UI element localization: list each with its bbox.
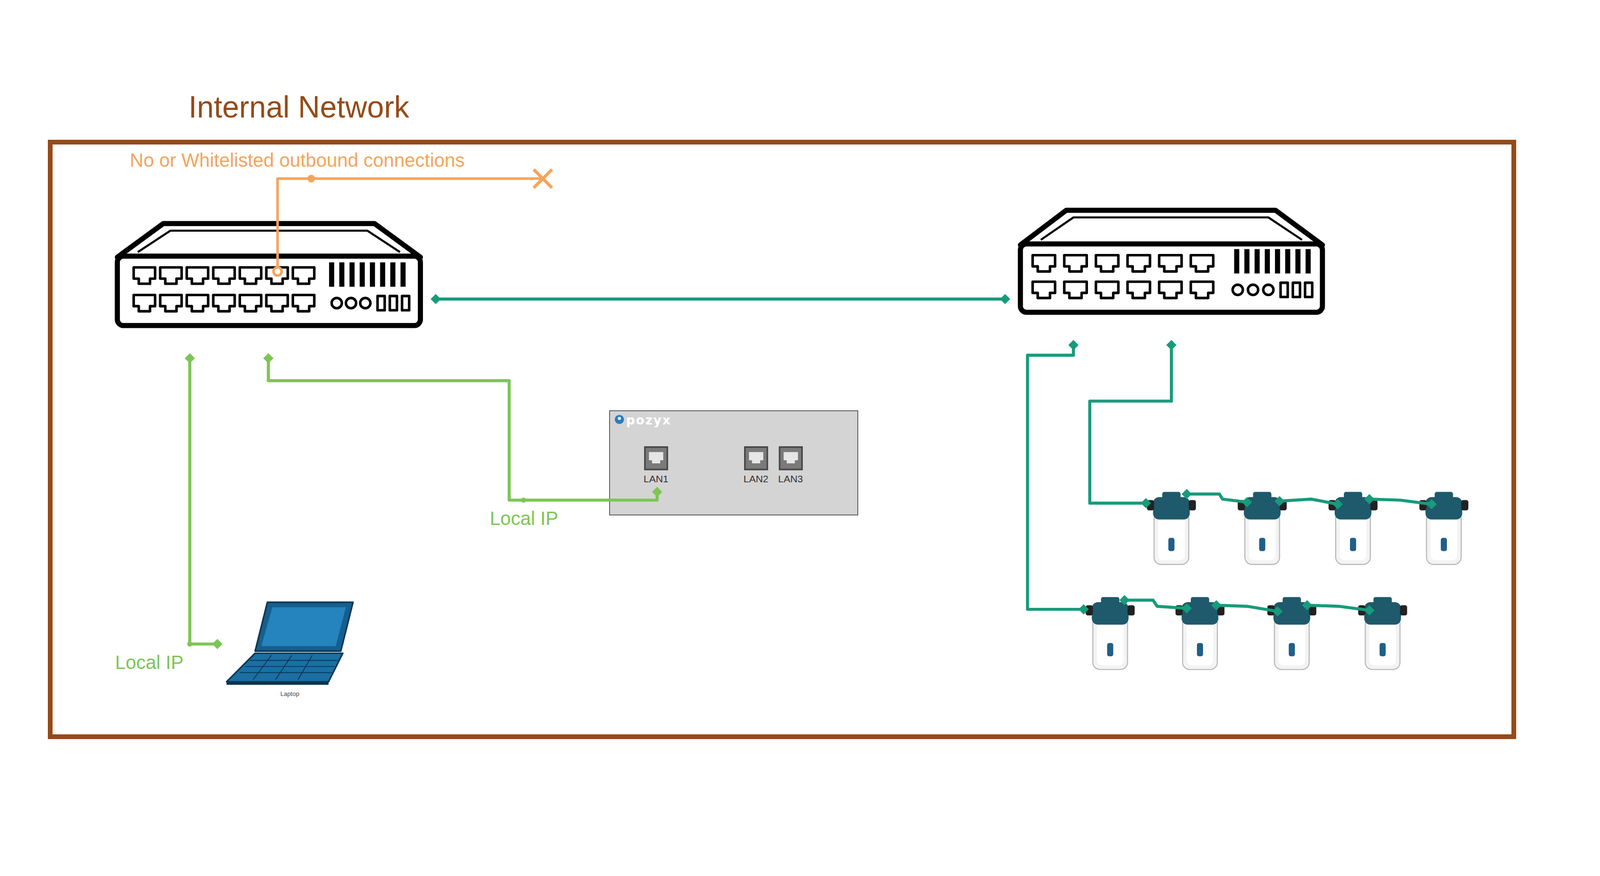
switch-body [117,256,421,326]
laptop-keys [239,655,338,680]
port-label: LAN2 [737,472,775,485]
device-label: Laptop [222,690,358,698]
uwb-anchor [1267,596,1317,670]
port-label: LAN1 [637,472,675,485]
teal-wires [435,298,1432,612]
wire-end [1141,497,1152,509]
anchor-row [1085,491,1469,670]
wire-end [263,352,274,364]
laptop-edge [226,681,329,685]
network-switch [117,223,421,326]
wire-end [1078,603,1089,615]
switch-edge [137,230,401,252]
wire-end [1302,600,1313,611]
green-connectors [184,352,663,649]
wire-end [212,638,223,650]
wire-end [1241,496,1253,508]
wire-end [1181,488,1193,500]
switch-top [1020,210,1323,245]
uwb-anchor [1328,491,1378,565]
brand-logo: pozyx [626,413,672,428]
wire-label: Local IP [115,650,184,674]
wire-dot [308,176,315,182]
uwb-anchor [1237,491,1287,565]
wire-end [430,293,441,305]
switch-slot [1280,282,1288,297]
switch-slot [377,296,385,311]
wire-end [1166,339,1177,351]
wire-end [999,293,1011,305]
daisy-wire [1124,600,1187,609]
wire-end [1119,594,1130,606]
note-label: No or Whitelisted outbound connections [129,148,465,172]
daisy-wire [1216,604,1278,612]
uplink-wire [435,297,1006,301]
laptop-screen [255,602,354,651]
daisy-wire [1369,498,1432,504]
laptop-base [226,653,343,682]
lan-wire [268,358,658,500]
uwb-anchor [1085,596,1135,670]
laptop-illustration [226,602,353,685]
port-label: LAN3 [771,472,810,485]
switch-vents [1236,249,1309,274]
uwb-anchor [1357,596,1407,670]
switch-led [1232,284,1243,296]
wire-dot [521,497,527,503]
anchor-wire [1027,344,1084,610]
wire-end [1364,494,1375,505]
wire-end [1274,495,1286,507]
wire-end [184,352,196,364]
outbound-port [273,267,282,276]
switch-led [1263,284,1274,296]
illustration-layer [117,169,1469,685]
wire-end [1181,602,1193,614]
gateway-box: pozyxLAN1 LAN2LAN3 [609,410,859,516]
laptop-node: Laptop [222,597,358,700]
switch-top [117,223,421,258]
wire-end [1332,498,1344,510]
switch-led [1248,284,1259,296]
switch-slot [389,296,397,311]
daisy-wire [1307,604,1370,611]
anchor-wire [1089,344,1172,504]
switch-led [345,297,357,309]
switch-led [359,297,371,309]
network-switch [1020,210,1323,313]
green-wires [189,358,658,644]
wire-end [1364,604,1375,616]
wire-end [1272,606,1283,617]
wire-end [1426,498,1438,510]
network-zone: Internal NetworkpozyxLAN1LAN2LAN3Laptop [47,139,1517,739]
zone-title: Internal Network [188,89,410,126]
switch-ports [1032,255,1214,298]
uwb-anchor [1175,596,1225,670]
wire-dot [187,641,193,647]
daisy-wire [1186,494,1247,503]
teal-connectors [430,293,1437,617]
outbound-line [277,178,541,272]
wire-label: Local IP [489,506,559,530]
switch-vents [331,262,404,288]
outbound-wire [273,169,552,276]
lan-wire [189,358,218,644]
wire-end [1068,339,1079,351]
switch-edge [1040,217,1303,240]
switch-slot [1304,282,1313,297]
switch-slot [1292,282,1300,297]
laptop-display [261,607,347,647]
uwb-anchor [1146,491,1196,565]
daisy-wire [1279,498,1338,504]
blocked-cross [533,169,553,189]
wire-end [1211,600,1222,611]
switch-slot [402,296,410,311]
switch-body [1020,243,1323,313]
uwb-anchor [1419,491,1469,565]
switch-led [331,297,342,309]
switch-ports [133,267,315,312]
